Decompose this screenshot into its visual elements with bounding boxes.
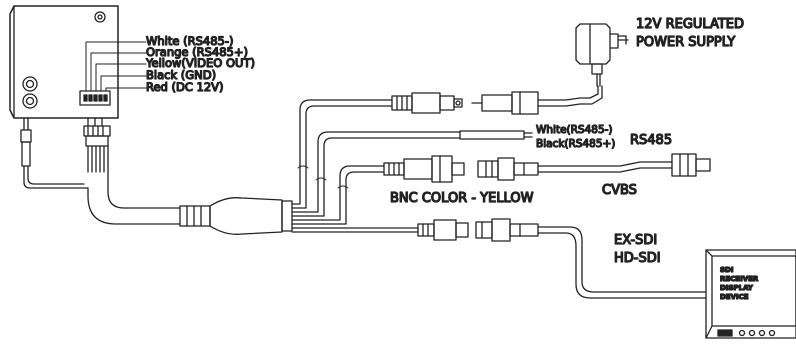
black-wire-label: Black (GND) xyxy=(146,68,216,82)
sdi-bnc-adapter xyxy=(475,218,707,299)
orange-wire-label: Orange (RS485+) xyxy=(146,45,248,59)
camera-module xyxy=(9,5,119,119)
rs485-black-label: Black(RS485+) xyxy=(536,138,615,150)
monitor-label-line2: RECEIVER xyxy=(720,275,759,283)
camera-power-plug xyxy=(20,117,32,173)
cvbs-label: CVBS xyxy=(602,183,637,198)
cable-break-marks xyxy=(297,165,349,189)
white-wire-label: White (RS485-) xyxy=(146,34,233,48)
rs485-branch-cable xyxy=(291,130,533,217)
red-wire-label: Red (DC 12V) xyxy=(146,80,224,94)
cvbs-branch-cable xyxy=(291,165,385,225)
sdi-label-line2: HD-SDI xyxy=(614,251,661,266)
bnc-color-label: BNC COLOR - YELLOW xyxy=(390,191,534,206)
camera-harness-connector xyxy=(83,117,111,173)
sdi-receiver-monitor xyxy=(705,249,796,339)
cvbs-bnc-adapter xyxy=(477,153,711,181)
power-barrel-plug xyxy=(391,92,463,114)
sdi-label-line1: EX-SDI xyxy=(614,233,657,248)
yellow-wire-label: Yellow(VIDEO OUT) xyxy=(145,56,255,70)
main-cable xyxy=(23,171,181,225)
cvbs-bnc-connector xyxy=(383,155,465,183)
rs485-title: RS485 xyxy=(630,133,672,148)
power-supply-label-line1: 12V REGULATED xyxy=(636,17,744,32)
rs485-white-label: White(RS485-) xyxy=(536,124,613,136)
power-supply-adapter xyxy=(575,23,629,87)
wire-leader-lines xyxy=(85,41,147,92)
power-supply-label-line2: POWER SUPPLY xyxy=(636,35,735,50)
power-branch-cable xyxy=(291,99,393,209)
monitor-label-line4: DEVICE xyxy=(720,293,749,301)
monitor-label-line3: DISPLAY xyxy=(720,284,754,292)
monitor-label-line1: SDI xyxy=(720,266,733,274)
sdi-branch-cable xyxy=(291,227,419,233)
power-supply-plug xyxy=(471,85,603,115)
sdi-bnc-connector xyxy=(417,219,469,241)
cable-splitter xyxy=(179,197,293,235)
